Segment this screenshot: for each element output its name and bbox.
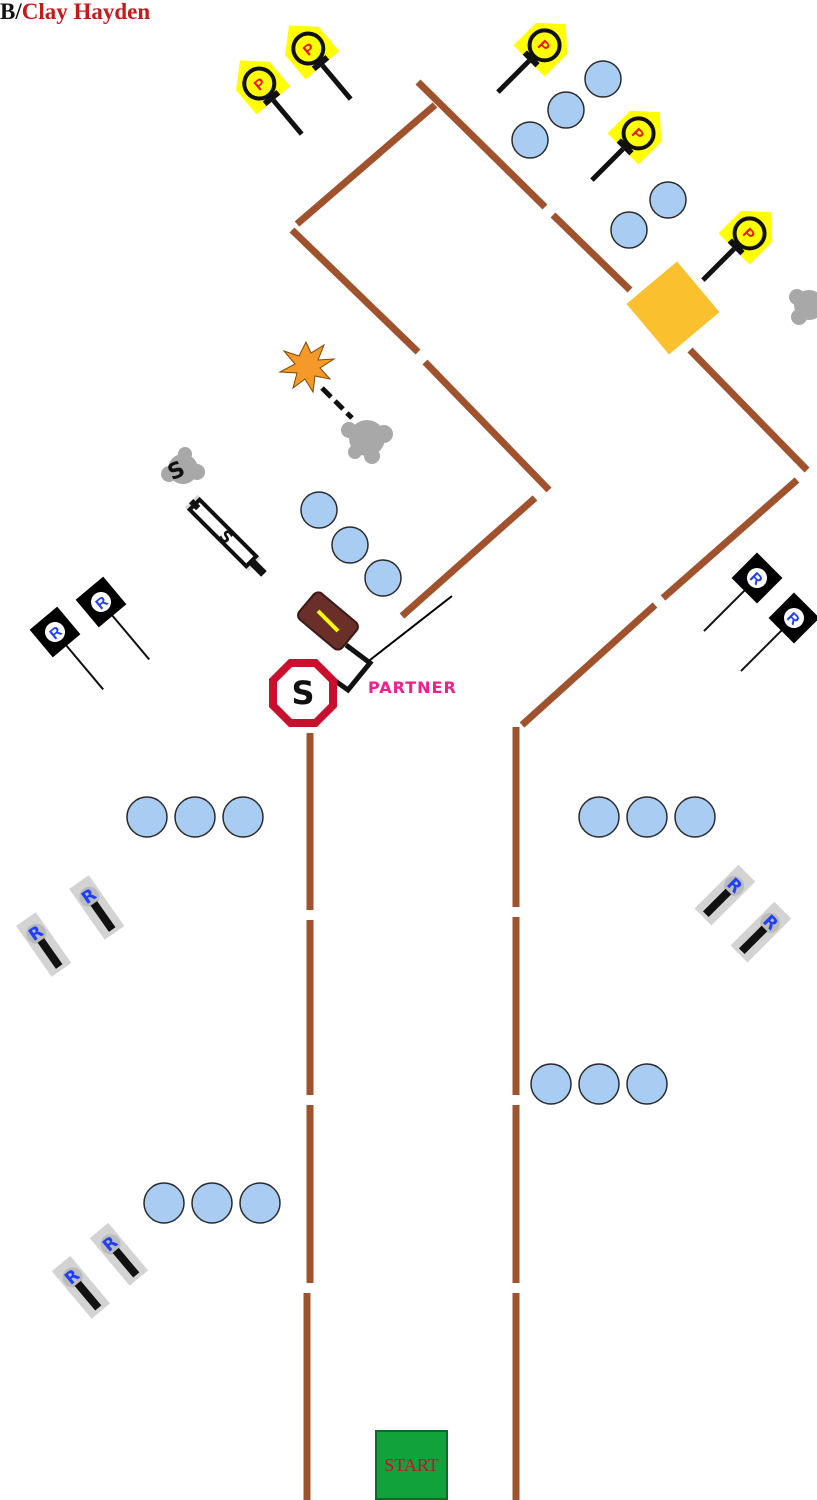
- fault-line: [369, 595, 453, 661]
- black-sign: R: [703, 552, 783, 632]
- explosion-icon: [278, 340, 336, 394]
- barrels: [126, 60, 716, 1224]
- shadow-figure: [341, 420, 393, 464]
- author-credit: B/Clay Hayden: [0, 0, 150, 26]
- barrel: [222, 796, 264, 838]
- target: R: [16, 912, 72, 977]
- barrel: [547, 91, 585, 129]
- shadow-figures: [161, 289, 817, 484]
- barrel: [300, 491, 338, 529]
- start-box: START: [375, 1430, 448, 1500]
- wall-segment: [294, 102, 438, 227]
- barrel: [626, 796, 668, 838]
- wall-segment: [399, 495, 538, 619]
- barrel: [674, 796, 716, 838]
- barrel: [530, 1063, 572, 1105]
- targets: R R R R R R: [16, 864, 792, 1319]
- stop-sign: S: [269, 659, 337, 727]
- wall-segment: [289, 227, 421, 355]
- wall-segment: [687, 347, 810, 473]
- credit-author: Clay Hayden: [21, 0, 151, 24]
- barrel: [191, 1182, 233, 1224]
- black-signs: R R R R: [29, 552, 817, 691]
- partner-label: PARTNER: [368, 678, 457, 697]
- stop-letter: S: [291, 674, 314, 712]
- black-sign: R: [75, 576, 150, 661]
- target: R: [51, 1255, 111, 1319]
- shadow-figure: [789, 289, 817, 325]
- barrel: [649, 181, 687, 219]
- wall-segment: [415, 79, 548, 210]
- prop-signs: P P P P P: [221, 9, 786, 282]
- prop-sign: P: [270, 9, 353, 101]
- fuse: [320, 386, 354, 420]
- barrel: [626, 1063, 668, 1105]
- black-sign: R: [29, 606, 104, 691]
- target: R: [730, 901, 792, 963]
- black-sign: R: [740, 592, 817, 672]
- shadow-figure: [161, 447, 205, 484]
- prop-sign: P: [496, 9, 581, 94]
- barrel: [239, 1182, 281, 1224]
- credit-prefix: B/: [0, 0, 22, 24]
- orange-block: [626, 261, 720, 355]
- target: R: [69, 875, 125, 940]
- barrel: [578, 796, 620, 838]
- prop-sign: P: [590, 97, 675, 182]
- barrel: [364, 559, 402, 597]
- target: R: [89, 1222, 149, 1286]
- table-prop: [297, 591, 374, 694]
- barrel: [331, 526, 369, 564]
- barrel: [126, 796, 168, 838]
- barrel: [143, 1182, 185, 1224]
- barrel: [584, 60, 622, 98]
- rifle: S: [184, 494, 267, 577]
- barrel: [511, 121, 549, 159]
- wall-segment: [550, 212, 633, 293]
- wall-segment: [519, 602, 658, 728]
- prop-sign: P: [701, 197, 786, 282]
- prop-sign: P: [221, 44, 304, 136]
- walls: [289, 79, 810, 1500]
- barrel: [610, 211, 648, 249]
- wall-segment: [422, 359, 552, 493]
- target: R: [694, 864, 756, 926]
- wall-segment: [660, 477, 800, 601]
- barrel: [578, 1063, 620, 1105]
- barrel: [174, 796, 216, 838]
